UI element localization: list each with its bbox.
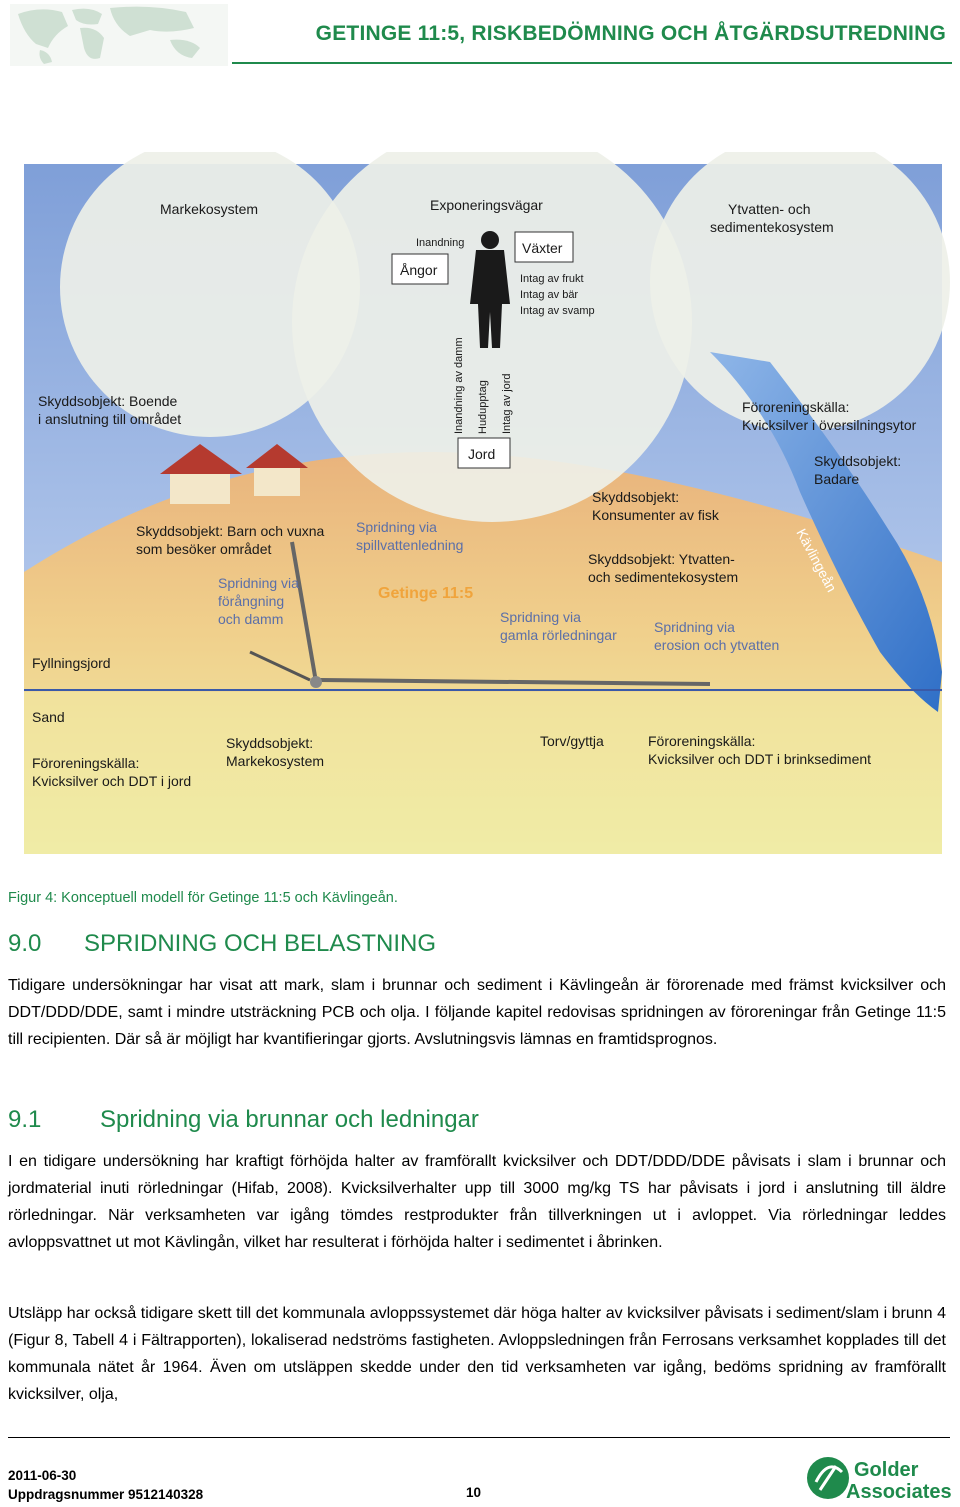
footer-divider bbox=[8, 1437, 950, 1438]
label-fyllningsjord: Fyllningsjord bbox=[32, 655, 111, 671]
label-erosion-2: erosion och ytvatten bbox=[654, 637, 779, 653]
label-fororen-kalla-1: Föroreningskälla: bbox=[742, 399, 849, 415]
label-inandning-damm: Inandning av damm bbox=[453, 337, 465, 434]
label-markeko-sk-1: Skyddsobjekt: bbox=[226, 735, 313, 751]
label-intag-jord: Intag av jord bbox=[501, 373, 513, 434]
label-ytvatten-sk-1: Skyddsobjekt: Ytvatten- bbox=[588, 551, 735, 567]
label-kalla-jord-2: Kvicksilver och DDT i jord bbox=[32, 773, 191, 789]
label-ytvatten-sk-2: och sedimentekosystem bbox=[588, 569, 738, 585]
label-markeko-sk-2: Markekosystem bbox=[226, 753, 324, 769]
label-angor: Ångor bbox=[400, 262, 438, 278]
label-badare-1: Skyddsobjekt: bbox=[814, 453, 901, 469]
label-boende-2: i anslutning till området bbox=[38, 411, 181, 427]
label-barn-1: Skyddsobjekt: Barn och vuxna bbox=[136, 523, 325, 539]
svg-text:Golder: Golder bbox=[854, 1459, 919, 1481]
label-jord: Jord bbox=[468, 446, 495, 462]
label-markekosystem: Markekosystem bbox=[160, 201, 258, 217]
page-header: GETINGE 11:5, RISKBEDÖMNING OCH ÅTGÄRDSU… bbox=[0, 0, 960, 72]
world-map-logo-icon bbox=[10, 4, 228, 66]
label-badare-2: Badare bbox=[814, 471, 859, 487]
label-intag-frukt: Intag av frukt bbox=[520, 273, 584, 285]
page-footer: 2011-06-30 Uppdragsnummer 9512140328 bbox=[8, 1466, 203, 1504]
footer-date: 2011-06-30 bbox=[8, 1468, 77, 1483]
label-rorledningar-2: gamla rörledningar bbox=[500, 627, 617, 643]
label-kalla-brink-2: Kvicksilver och DDT i brinksediment bbox=[648, 751, 871, 767]
label-forangning-2: förångning bbox=[218, 593, 284, 609]
conceptual-model-figure: Markekosystem Exponeringsvägar Inandning… bbox=[24, 152, 950, 854]
label-spill-2: spillvattenledning bbox=[356, 537, 463, 553]
label-kalla-jord-1: Föroreningskälla: bbox=[32, 755, 139, 771]
label-forangning-3: och damm bbox=[218, 611, 283, 627]
label-inandning: Inandning bbox=[416, 237, 464, 249]
section-9-1-paragraph-1: I en tidigare undersökning har kraftigt … bbox=[8, 1153, 946, 1251]
page-number: 10 bbox=[466, 1485, 482, 1500]
person-icon bbox=[470, 231, 510, 348]
label-intag-bar: Intag av bär bbox=[520, 289, 578, 301]
page-header-title: GETINGE 11:5, RISKBEDÖMNING OCH ÅTGÄRDSU… bbox=[315, 22, 946, 45]
label-boende-1: Skyddsobjekt: Boende bbox=[38, 393, 178, 409]
label-getinge: Getinge 11:5 bbox=[378, 585, 473, 602]
label-barn-2: som besöker området bbox=[136, 541, 272, 557]
label-ytvatten-2: sedimentekosystem bbox=[710, 219, 834, 235]
label-vaxter: Växter bbox=[522, 240, 563, 256]
label-exponeringsvagar: Exponeringsvägar bbox=[430, 197, 543, 213]
label-konsumenter-2: Konsumenter av fisk bbox=[592, 507, 720, 523]
section-9-paragraph: Tidigare undersökningar har visat att ma… bbox=[8, 977, 946, 1048]
label-hudupptag: Hudupptag bbox=[477, 380, 489, 434]
label-ytvatten-1: Ytvatten- och bbox=[728, 201, 811, 217]
label-erosion-1: Spridning via bbox=[654, 619, 735, 635]
label-kalla-brink-1: Föroreningskälla: bbox=[648, 733, 755, 749]
footer-order-number: Uppdragsnummer 9512140328 bbox=[8, 1487, 204, 1502]
label-fororen-kalla-1b: Kvicksilver i översilningsytor bbox=[742, 417, 917, 433]
label-spill-1: Spridning via bbox=[356, 519, 437, 535]
svg-text:Associates: Associates bbox=[846, 1481, 952, 1503]
house-icon bbox=[160, 444, 308, 504]
label-forangning-1: Spridning via bbox=[218, 575, 299, 591]
label-torv: Torv/gyttja bbox=[540, 733, 604, 749]
label-sand: Sand bbox=[32, 709, 65, 725]
header-divider bbox=[232, 62, 952, 64]
section-9-1-paragraph-2: Utsläpp har också tidigare skett till de… bbox=[8, 1305, 946, 1403]
golder-associates-logo-icon: Golder Associates bbox=[807, 1457, 952, 1503]
figure-caption: Figur 4: Konceptuell modell för Getinge … bbox=[8, 890, 398, 906]
label-rorledningar-1: Spridning via bbox=[500, 609, 581, 625]
label-konsumenter-1: Skyddsobjekt: bbox=[592, 489, 679, 505]
label-intag-svamp: Intag av svamp bbox=[520, 305, 595, 317]
